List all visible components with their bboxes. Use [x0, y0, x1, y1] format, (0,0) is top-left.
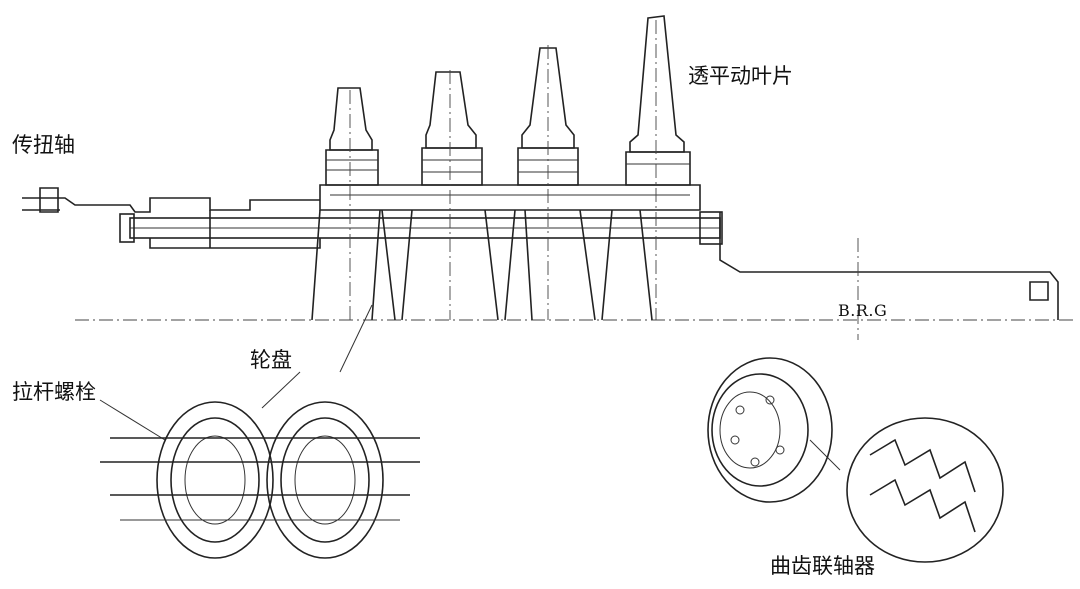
blade-1 — [329, 87, 373, 151]
wheel-disk-1 — [311, 209, 381, 321]
wheel-disk-2 — [381, 209, 413, 321]
torque-shaft-end-bolt — [39, 187, 59, 213]
coupling-tooth-detail — [846, 417, 1004, 563]
wheel-disk-assembly — [100, 401, 420, 559]
compressor-hub — [149, 238, 321, 249]
torque-shaft — [22, 197, 320, 213]
curvic-coupling-assembly — [707, 357, 1004, 563]
rear-shaft — [719, 212, 1059, 320]
label-tie-rod-bolt: 拉杆螺栓 — [12, 380, 96, 404]
label-brg: B.R.G — [838, 301, 888, 320]
blade-4 — [629, 15, 685, 153]
label-wheel-disk: 轮盘 — [250, 348, 292, 372]
rotor-rim — [319, 184, 701, 211]
leader-wheel-disk — [261, 371, 301, 409]
label-torque-shaft: 传扭轴 — [12, 133, 75, 157]
label-curvic-coupling: 曲齿联轴器 — [770, 554, 875, 578]
wheel-disk-4 — [579, 209, 613, 321]
leader-tie-rod — [99, 399, 166, 441]
tie-rod-nut-right — [699, 211, 723, 245]
leader-coupling — [809, 439, 841, 471]
tie-rod-nut-left — [119, 213, 135, 243]
label-turbine-blades: 透平动叶片 — [688, 64, 793, 88]
blade-2 — [425, 71, 477, 149]
wheel-disk-3 — [484, 209, 516, 321]
